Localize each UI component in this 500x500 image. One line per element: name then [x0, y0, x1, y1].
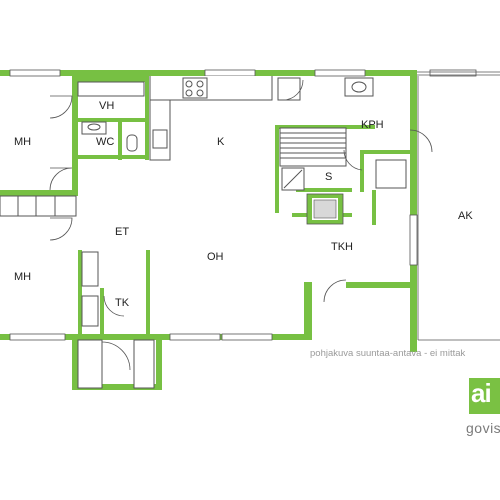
plan-caption: pohjakuva suuntaa-antava - ei mittak	[310, 348, 466, 359]
room-label-ak: AK	[458, 210, 473, 222]
bathroom-fixtures	[81, 77, 407, 189]
cabinets	[77, 81, 155, 389]
room-label-s: S	[325, 171, 333, 183]
room-label-mh: MH	[14, 136, 32, 148]
room-label-et: ET	[115, 226, 130, 238]
terrace-door	[417, 71, 500, 341]
exterior-walls	[0, 70, 417, 390]
logo-text: ai	[471, 378, 492, 408]
room-label-tk: TK	[115, 297, 130, 309]
sauna-benches	[279, 127, 347, 191]
room-label-kph: KPH	[361, 119, 384, 131]
windows	[9, 69, 477, 341]
fireplace	[306, 193, 344, 225]
kitchen-counter	[149, 76, 301, 161]
brand-name: govis	[466, 420, 500, 436]
doors	[49, 79, 433, 371]
room-label-tkh: TKH	[331, 241, 353, 253]
room-label-vh: VH	[99, 100, 115, 112]
room-label-k: K	[217, 136, 225, 148]
room-label-wc: WC	[96, 136, 115, 148]
brand-logo: ai	[469, 378, 500, 414]
room-label-mh: MH	[14, 271, 32, 283]
storage-shelves	[0, 195, 77, 217]
room-label-oh: OH	[207, 251, 224, 263]
